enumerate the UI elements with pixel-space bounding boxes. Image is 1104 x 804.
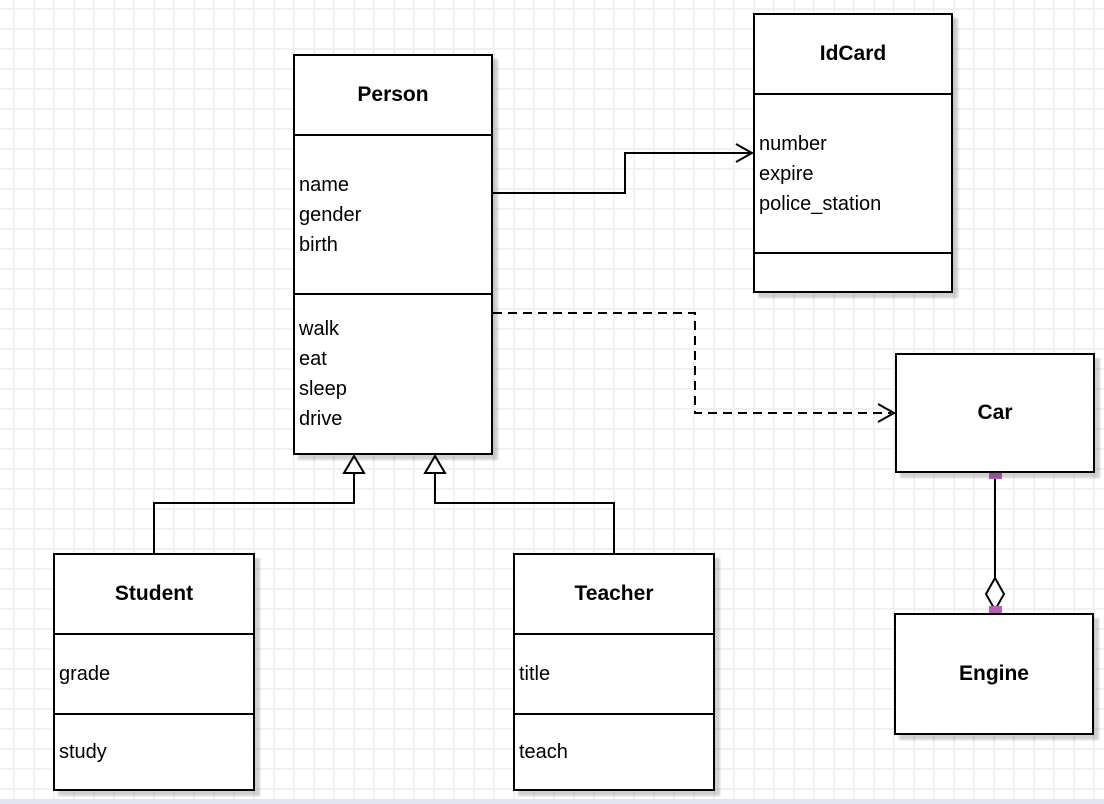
attribute-item: name	[299, 173, 350, 196]
person-methods: walk eat sleep drive	[295, 293, 491, 453]
class-teacher[interactable]: Teacher title teach	[513, 553, 715, 791]
generalization-line	[153, 472, 355, 553]
teacher-attributes: title	[515, 633, 713, 713]
window-edge	[0, 799, 1104, 804]
method-item: drive	[299, 408, 343, 430]
association-person-idcard[interactable]	[493, 143, 755, 194]
hollow-triangle-icon	[423, 454, 447, 474]
method-item: eat	[299, 348, 327, 370]
dependency-person-car[interactable]	[493, 312, 897, 423]
attribute-item: birth	[299, 233, 338, 256]
attribute-item: expire	[759, 162, 814, 185]
teacher-methods: teach	[515, 713, 713, 789]
method-item: teach	[519, 741, 568, 763]
method-item: sleep	[299, 378, 347, 400]
generalization-teacher-person[interactable]	[423, 454, 615, 553]
attribute-item: number	[759, 132, 827, 155]
student-attributes: grade	[55, 633, 253, 713]
class-engine[interactable]: Engine	[894, 613, 1094, 735]
attribute-item: title	[519, 663, 551, 685]
student-methods: study	[55, 713, 253, 789]
person-attributes: name gender birth	[295, 134, 491, 293]
engine-title: Engine	[958, 662, 1029, 685]
aggregation-car-engine[interactable]	[984, 466, 1006, 619]
hollow-diamond-icon	[984, 575, 1006, 613]
idcard-attributes: number expire police_station	[755, 93, 951, 252]
open-arrowhead-icon	[877, 403, 897, 423]
association-line	[493, 152, 750, 194]
idcard-title: IdCard	[819, 42, 887, 65]
hollow-triangle-icon	[342, 454, 366, 474]
generalization-line	[434, 472, 615, 553]
generalization-student-person[interactable]	[153, 454, 366, 553]
idcard-methods	[755, 252, 951, 291]
dependency-dashed-line	[493, 312, 891, 414]
class-car[interactable]: Car	[895, 353, 1095, 473]
attribute-item: police_station	[759, 192, 882, 215]
method-item: walk	[299, 318, 340, 340]
class-person[interactable]: Person name gender birth walk eat sleep …	[293, 54, 493, 455]
person-title: Person	[357, 83, 429, 106]
open-arrowhead-icon	[735, 143, 755, 163]
student-title: Student	[114, 582, 194, 605]
car-title: Car	[977, 401, 1013, 424]
class-student[interactable]: Student grade study	[53, 553, 255, 791]
attribute-item: gender	[299, 203, 362, 226]
class-idcard[interactable]: IdCard number expire police_station	[753, 13, 953, 293]
teacher-title: Teacher	[574, 582, 654, 605]
method-item: study	[59, 741, 107, 763]
attribute-item: grade	[59, 663, 111, 685]
